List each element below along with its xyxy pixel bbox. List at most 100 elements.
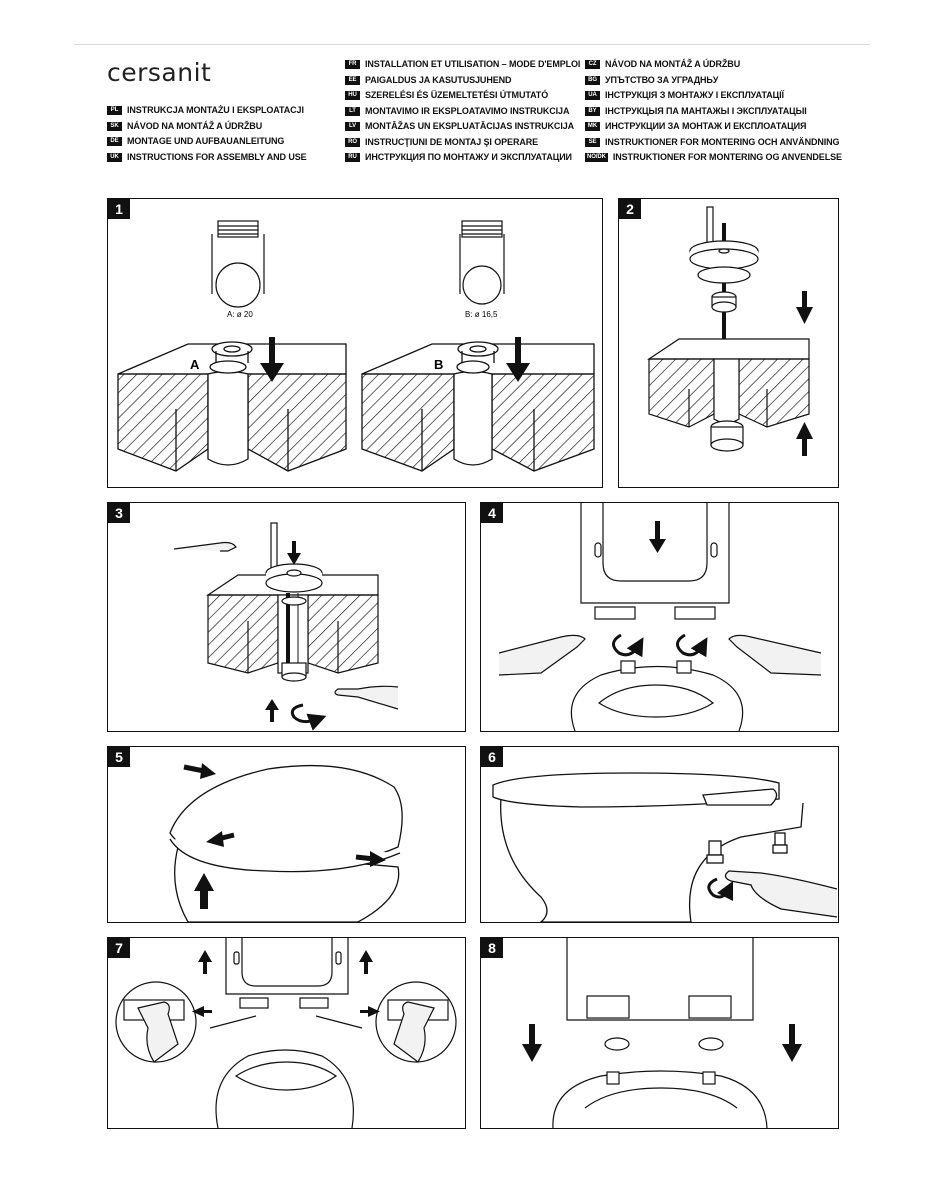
language-title: УПЪТСТВО ЗА УГРАДНЬУ (605, 74, 719, 85)
arrow-right-icon (183, 763, 216, 779)
step-1-panel: 1 A: ø 20 B: ø 16,5 (107, 198, 603, 488)
language-code: RO (345, 137, 360, 147)
language-title: MONTAVIMO IR EKSPLOATAVIMO INSTRUKCIJA (365, 105, 570, 116)
bushing-b-detail (459, 220, 505, 305)
washer-mid (697, 266, 751, 284)
language-code: CZ (585, 60, 600, 70)
hand-right (334, 685, 399, 710)
arrow-down-icon (506, 337, 530, 382)
bushing-a-caption: A: ø 20 (227, 310, 253, 319)
language-code: EE (345, 75, 360, 85)
cover-cap-right (698, 1037, 724, 1051)
hinge-left (239, 997, 269, 1009)
hinge-right (299, 997, 329, 1009)
language-list-col3: CZ NÁVOD NA MONTÁŽ A ÚDRŽBU BG УПЪТСТВО ЗА… (585, 57, 842, 166)
step-8-panel: 8 (480, 937, 839, 1129)
language-code: DE (107, 137, 122, 147)
language-title: NÁVOD NA MONTÁŽ A ÚDRŽBU (127, 120, 263, 131)
step-7-panel: 7 (107, 937, 466, 1129)
language-code: FR (345, 60, 360, 70)
language-title: INSTRUCTIONS FOR ASSEMBLY AND USE (127, 151, 307, 162)
hand-left (173, 541, 237, 552)
arrow-down-icon (782, 1024, 802, 1062)
language-row: BG УПЪТСТВО ЗА УГРАДНЬУ (585, 73, 842, 89)
arrow-up-icon (796, 422, 813, 456)
language-title: MONTĀŽAS UN EKSPLUATĀCIJAS INSTRUKCIJA (365, 121, 575, 131)
language-title: MONTAGE UND AUFBAUANLEITUNG (127, 136, 285, 146)
language-row: EE PAIGALDUS JA KASUTUSJUHEND (345, 73, 580, 89)
arrow-down-icon (260, 337, 284, 382)
hand-right (724, 870, 838, 918)
hand-right (393, 1001, 435, 1063)
step-number: 1 (108, 199, 130, 219)
language-code: BG (585, 75, 600, 85)
language-title: INSTRUKTIONER FOR MONTERING OG ANVENDELS… (612, 152, 842, 162)
hinge-left (594, 606, 636, 620)
language-code: UA (585, 91, 600, 101)
language-code: PL (107, 106, 122, 116)
label-b: B (434, 357, 443, 372)
brand-logo: cersanit (107, 58, 212, 87)
hand-left (498, 634, 586, 676)
arrow-down-icon (287, 541, 301, 565)
language-code: MK (585, 122, 600, 132)
language-code: UK (107, 152, 122, 162)
arrow-up-icon (359, 950, 373, 974)
step-3-panel: 3 (107, 502, 466, 732)
step-number: 4 (481, 503, 503, 523)
step-5-illustration (169, 763, 403, 922)
language-title: NÁVOD NA MONTÁŽ A ÚDRŽBU (605, 59, 741, 69)
step-number: 3 (108, 503, 130, 523)
hinge-bolt-left (708, 840, 722, 856)
bushing-b-caption: B: ø 16,5 (465, 310, 498, 319)
language-code: HU (345, 91, 360, 101)
language-title: INSTRUCŢIUNI DE MONTAJ ŞI OPERARE (365, 136, 539, 147)
step-number: 6 (481, 747, 503, 767)
ceramic-block-b (361, 341, 595, 472)
arrow-up-icon (194, 873, 214, 909)
language-row: MK ИНСТРУКЦИИ ЗА МОНТАЖ И ЕКСПЛОАТАЦИЯ (585, 119, 842, 135)
language-title: PAIGALDUS JA KASUTUSJUHEND (365, 74, 512, 85)
toilet-bowl (500, 796, 804, 922)
mount-block-top (647, 338, 810, 360)
step-2-panel: 2 (618, 198, 839, 488)
arrow-up-icon (265, 699, 279, 722)
rotate-icon (290, 703, 327, 731)
step-3-illustration (173, 522, 399, 731)
step-number: 2 (619, 199, 641, 219)
language-title: ИНСТРУКЦИИ ЗА МОНТАЖ И ЕКСПЛОАТАЦИЯ (605, 121, 807, 131)
hand-right (728, 634, 822, 676)
rotate-icon (676, 633, 708, 658)
step-4-illustration (498, 503, 822, 731)
arrow-left-icon (206, 831, 235, 847)
label-a: A (190, 357, 200, 372)
language-row: DE MONTAGE UND AUFBAUANLEITUNG (107, 134, 307, 150)
language-title: ІНСТРУКЦІЯ З МОНТАЖУ І ЕКСПЛУАТАЦІЇ (605, 90, 784, 100)
language-title: SZERELÉSI ÉS ÜZEMELTETÉSI ÚTMUTATÓ (365, 90, 549, 100)
arrow-left-icon (192, 1006, 212, 1017)
language-code: RU (345, 153, 360, 163)
step-1-illustration: A: ø 20 B: ø 16,5 A (117, 220, 595, 472)
step-7-illustration (115, 938, 457, 1128)
language-row: CZ NÁVOD NA MONTÁŽ A ÚDRŽBU (585, 57, 842, 73)
arrow-up-icon (198, 950, 212, 974)
hinge-left (586, 995, 630, 1019)
ceramic-block-a (117, 341, 347, 472)
step-number: 8 (481, 938, 503, 958)
language-code: SK (107, 121, 122, 131)
step-8-illustration (522, 938, 802, 1128)
arrow-right-icon (355, 851, 386, 867)
step-4-panel: 4 (480, 502, 839, 732)
step-2-illustration (647, 206, 813, 456)
rotate-icon (707, 877, 734, 902)
language-title: INSTRUKTIONER FOR MONTERING OCH ANVÄNDNI… (605, 136, 840, 147)
step-6-illustration (492, 772, 838, 922)
